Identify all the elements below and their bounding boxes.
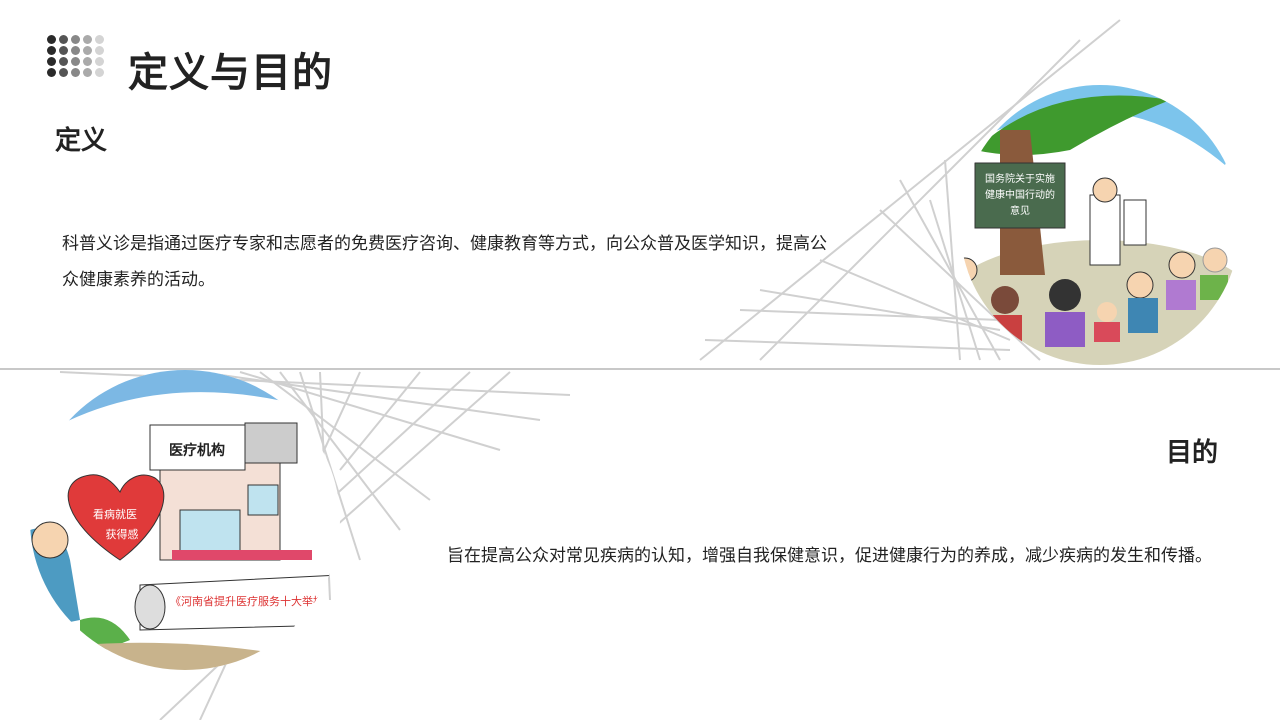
scroll-text: 《河南省提升医疗服务十大举措 [170, 594, 324, 608]
definition-heading: 定义 [55, 126, 108, 156]
dot [59, 68, 68, 77]
board-text-line: 健康中国行动的 [985, 188, 1055, 201]
dot [95, 57, 104, 66]
dot [47, 35, 56, 44]
page-title: 定义与目的 [128, 50, 333, 96]
heart-text-line: 看病就医 [93, 507, 137, 521]
dot [71, 68, 80, 77]
dot [59, 46, 68, 55]
dot [47, 46, 56, 55]
dot [47, 57, 56, 66]
dot [83, 57, 92, 66]
dot [83, 68, 92, 77]
purpose-text: 旨在提高公众对常见疾病的认知，增强自我保健意识，促进健康行为的养成，减少疾病的发… [447, 546, 1212, 566]
dot [71, 46, 80, 55]
dot [95, 68, 104, 77]
dot [47, 68, 56, 77]
dot [95, 46, 104, 55]
purpose-heading: 目的 [1165, 438, 1218, 468]
definition-text: 科普义诊是指通过医疗专家和志愿者的免费医疗咨询、健康教育等方式，向公众普及医学知… [62, 234, 827, 290]
divider [0, 368, 1280, 370]
building-sign: 医疗机构 [169, 442, 225, 459]
dot [83, 46, 92, 55]
dot [71, 57, 80, 66]
dot [83, 35, 92, 44]
dot [95, 35, 104, 44]
heart-text-line: 获得感 [106, 528, 139, 541]
dot [59, 57, 68, 66]
dot [59, 35, 68, 44]
board-text-line: 国务院关于实施 [985, 172, 1055, 185]
dots-logo [47, 35, 104, 77]
dot [71, 35, 80, 44]
board-text-line: 意见 [1010, 204, 1030, 217]
